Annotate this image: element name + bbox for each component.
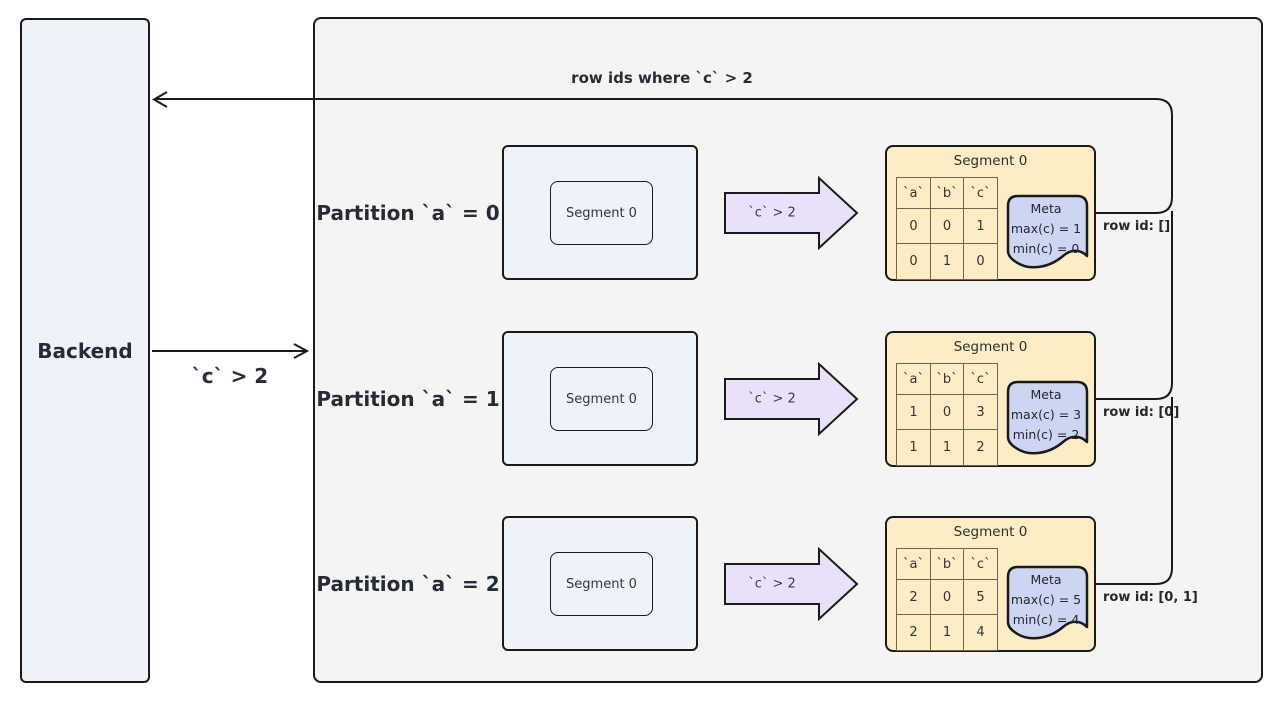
row-id-label: row id: [0] [1103,405,1180,420]
partition-row: Partition `a` = 1 Segment 0 `c` > 2 Segm… [0,331,1280,467]
return-arrow-label: row ids where `c` > 2 [571,69,753,87]
table-cell: 4 [976,625,985,640]
table-header-cell: `a` [897,178,931,209]
meta-max: max(c) = 3 [1010,407,1082,422]
filter-arrow-shape [724,361,859,437]
query-arrow-label: `c` > 2 [191,364,269,388]
filter-arrow-shape [724,546,859,622]
meta-note-text: Meta max(c) = 5 min(c) = 4 [1005,570,1087,630]
partition-box: Segment 0 [502,145,698,280]
table-cell: 1 [931,244,964,279]
table-cell: 1 [964,209,997,244]
meta-max: max(c) = 5 [1010,592,1082,607]
meta-min: min(c) = 4 [1012,612,1080,627]
result-segment-title: Segment 0 [953,153,1028,169]
table-header-cell: `b` [931,364,964,395]
table-cell: 2 [976,440,985,455]
partition-row: Partition `a` = 2 Segment 0 `c` > 2 Segm… [0,516,1280,652]
meta-note-shape [1006,565,1089,640]
meta-min: min(c) = 2 [1012,427,1080,442]
row-id-label: row id: [0, 1] [1103,590,1198,605]
table-cell: 1 [897,430,931,465]
meta-note-text: Meta max(c) = 1 min(c) = 0 [1005,199,1087,259]
result-table: `a` `b` `c` 2 0 5 2 1 4 [896,548,998,651]
table-header-cell: `b` [931,178,964,209]
meta-note-shape [1006,380,1089,455]
segment-box: Segment 0 [550,552,653,616]
table-cell: 2 [897,580,931,615]
table-cell: 0 [897,209,931,244]
table-cell: 0 [931,395,964,430]
segment-box: Segment 0 [550,181,653,245]
result-segment-box: Segment 0 `a` `b` `c` 2 0 5 2 1 4 Meta m… [885,516,1096,652]
table-header-cell: `b` [931,549,964,580]
meta-note-text: Meta max(c) = 3 min(c) = 2 [1005,385,1087,445]
result-segment-box: Segment 0 `a` `b` `c` 0 0 1 0 1 0 Meta m… [885,145,1096,281]
backend-box: Backend [20,18,150,683]
result-table: `a` `b` `c` 0 0 1 0 1 0 [896,177,998,280]
filter-arrow-label: `c` > 2 [748,576,796,592]
table-cell: 1 [931,430,964,465]
meta-title: Meta [1030,572,1062,587]
meta-title: Meta [1030,387,1062,402]
table-cell: 0 [931,580,964,615]
result-segment-title: Segment 0 [953,524,1028,540]
table-cell: 2 [897,615,931,650]
filter-arrow-label: `c` > 2 [748,205,796,221]
meta-title: Meta [1030,201,1062,216]
table-header-cell: `c` [964,549,997,580]
partition-label: Partition `a` = 0 [316,201,500,225]
result-segment-title: Segment 0 [953,339,1028,355]
table-cell: 0 [931,209,964,244]
result-segment-box: Segment 0 `a` `b` `c` 1 0 3 1 1 2 Meta m… [885,331,1096,467]
return-arrowhead-icon [151,91,168,108]
table-header-cell: `c` [964,178,997,209]
partition-box: Segment 0 [502,331,698,466]
table-cell: 3 [964,395,997,430]
segment-box: Segment 0 [550,367,653,431]
table-header-cell: `a` [897,549,931,580]
partition-box: Segment 0 [502,516,698,651]
table-cell: 1 [931,615,964,650]
table-header-cell: `a` [897,364,931,395]
table-cell: 0 [897,244,931,279]
meta-max: max(c) = 1 [1010,221,1082,236]
result-table: `a` `b` `c` 1 0 3 1 1 2 [896,363,998,466]
table-cell: 0 [976,254,985,269]
row-id-label: row id: [] [1103,219,1171,234]
partition-row: Partition `a` = 0 Segment 0 `c` > 2 Segm… [0,145,1280,281]
backend-label: Backend [37,338,133,363]
table-header-cell: `c` [964,364,997,395]
partition-label: Partition `a` = 2 [316,572,500,596]
table-cell: 5 [964,580,997,615]
table-cell: 1 [897,395,931,430]
filter-arrow-label: `c` > 2 [748,391,796,407]
meta-min: min(c) = 0 [1012,241,1080,256]
partition-label: Partition `a` = 1 [316,387,500,411]
